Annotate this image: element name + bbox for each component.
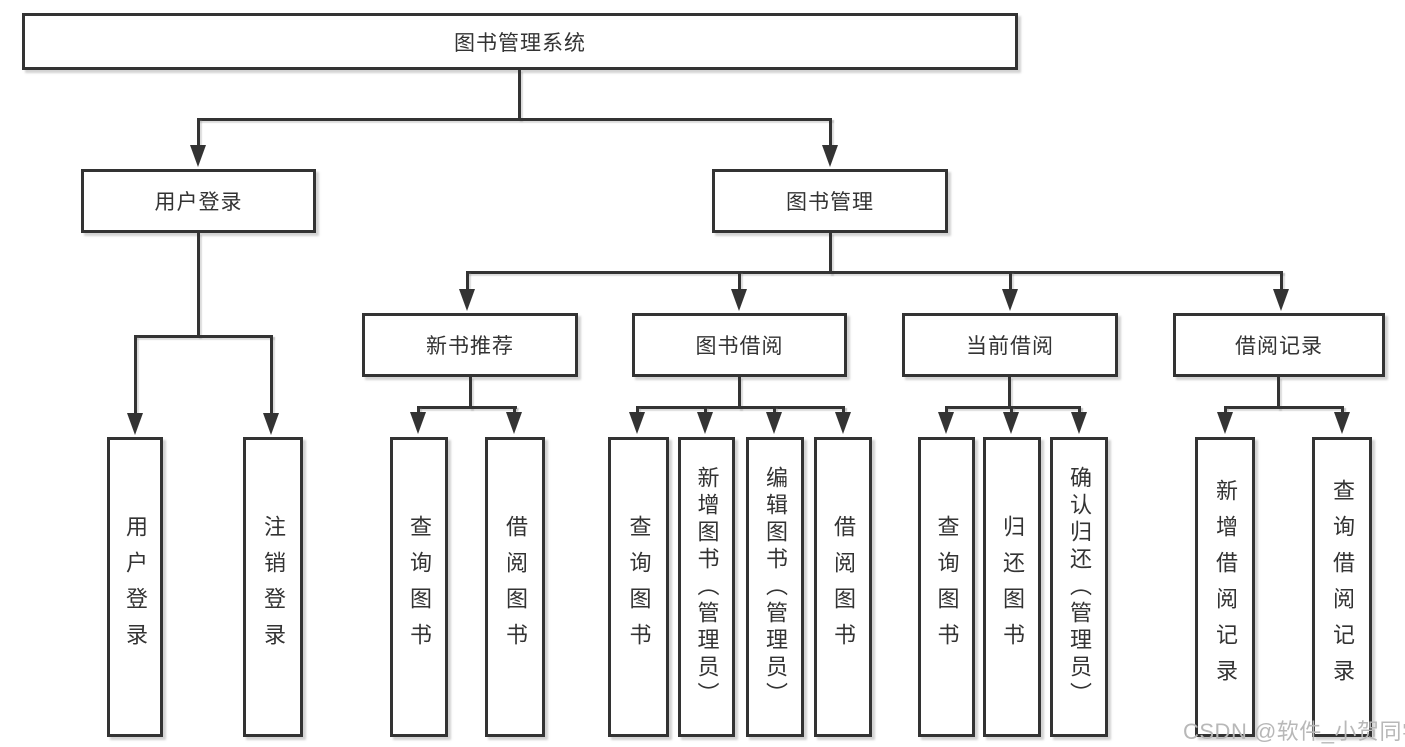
node-book-borrow: 图书借阅 <box>632 313 847 377</box>
leaf-borrow-borrow-book-label: 借阅图书 <box>831 515 856 659</box>
leaf-borrow-borrow-book: 借阅图书 <box>814 437 872 737</box>
connector-line <box>1078 406 1081 414</box>
leaf-current-query: 查询图书 <box>918 437 975 737</box>
connector-line <box>1224 406 1344 409</box>
leaf-newbook-query: 查询图书 <box>390 437 448 737</box>
arrow-down-icon <box>127 413 143 435</box>
csdn-watermark: CSDN @软件_小贺同学 <box>1183 719 1405 744</box>
leaf-borrow-add-book-label: 新增图书（管理员） <box>694 465 720 709</box>
arrow-down-icon <box>410 412 426 434</box>
connector-line <box>945 406 948 414</box>
leaf-history-query-record-label: 查询借阅记录 <box>1330 479 1355 695</box>
arrow-down-icon <box>459 289 475 311</box>
connector-line <box>270 335 273 415</box>
connector-line <box>842 406 845 414</box>
node-borrow-history-label: 借阅记录 <box>1235 335 1323 358</box>
node-current-borrow: 当前借阅 <box>902 313 1118 377</box>
connector-line <box>773 406 776 414</box>
connector-line <box>518 70 521 120</box>
arrow-down-icon <box>822 145 838 167</box>
arrow-down-icon <box>766 412 782 434</box>
connector-line <box>197 233 200 337</box>
leaf-logout: 注销登录 <box>243 437 303 737</box>
leaf-borrow-query-label: 查询图书 <box>626 515 652 659</box>
connector-line <box>829 233 832 274</box>
node-book-management: 图书管理 <box>712 169 948 233</box>
connector-line <box>829 118 832 147</box>
arrow-down-icon <box>1002 289 1018 311</box>
connector-line <box>513 406 516 414</box>
leaf-current-return-label: 归还图书 <box>1000 515 1025 659</box>
leaf-newbook-borrow-label: 借阅图书 <box>503 515 528 659</box>
leaf-borrow-edit-book: 编辑图书（管理员） <box>746 437 804 737</box>
arrow-down-icon <box>731 289 747 311</box>
leaf-current-query-label: 查询图书 <box>934 515 960 659</box>
node-new-book-recommend-label: 新书推荐 <box>426 335 514 358</box>
connector-line <box>636 406 639 414</box>
arrow-down-icon <box>506 412 522 434</box>
arrow-down-icon <box>1071 412 1087 434</box>
arrow-down-icon <box>190 145 206 167</box>
connector-line <box>1224 406 1227 414</box>
connector-line <box>466 271 469 291</box>
connector-line <box>1010 406 1013 414</box>
arrow-down-icon <box>938 412 954 434</box>
connector-line <box>1009 271 1012 291</box>
connector-line <box>704 406 707 414</box>
connector-line <box>636 406 845 409</box>
arrow-down-icon <box>1334 412 1350 434</box>
leaf-newbook-query-label: 查询图书 <box>407 515 432 659</box>
connector-line <box>469 377 472 409</box>
leaf-history-add-record: 新增借阅记录 <box>1195 437 1255 737</box>
connector-line <box>738 271 741 291</box>
arrow-down-icon <box>1273 289 1289 311</box>
connector-line <box>197 118 832 121</box>
connector-line <box>1280 271 1283 291</box>
connector-line <box>134 335 273 338</box>
leaf-borrow-edit-book-label: 编辑图书（管理员） <box>763 465 788 709</box>
arrow-down-icon <box>629 412 645 434</box>
node-book-borrow-label: 图书借阅 <box>695 335 784 358</box>
node-new-book-recommend: 新书推荐 <box>362 313 578 377</box>
leaf-user-login: 用户登录 <box>107 437 163 737</box>
leaf-history-add-record-label: 新增借阅记录 <box>1213 479 1238 695</box>
connector-line <box>1277 377 1280 409</box>
leaf-newbook-borrow: 借阅图书 <box>485 437 545 737</box>
arrow-down-icon <box>263 413 279 435</box>
leaf-borrow-add-book: 新增图书（管理员） <box>678 437 735 737</box>
arrow-down-icon <box>1003 412 1019 434</box>
connector-line <box>134 335 137 415</box>
leaf-history-query-record: 查询借阅记录 <box>1312 437 1372 737</box>
connector-line <box>945 406 1081 409</box>
connector-line <box>466 271 1283 274</box>
connector-line <box>1341 406 1344 414</box>
connector-line <box>197 118 200 147</box>
connector-line <box>417 406 420 414</box>
leaf-current-confirm-return: 确认归还（管理员） <box>1050 437 1108 737</box>
node-user-login-label: 用户登录 <box>154 191 243 214</box>
node-root-label: 图书管理系统 <box>454 31 586 55</box>
node-current-borrow-label: 当前借阅 <box>966 335 1054 358</box>
leaf-user-login-label: 用户登录 <box>123 515 148 659</box>
arrow-down-icon <box>1217 412 1233 434</box>
arrow-down-icon <box>697 412 713 434</box>
node-user-login: 用户登录 <box>81 169 316 233</box>
connector-line <box>417 406 517 409</box>
arrow-down-icon <box>835 412 851 434</box>
leaf-current-return: 归还图书 <box>983 437 1041 737</box>
connector-line <box>1008 377 1011 409</box>
leaf-current-confirm-return-label: 确认归还（管理员） <box>1067 465 1092 709</box>
connector-line <box>738 377 741 409</box>
leaf-borrow-query: 查询图书 <box>608 437 669 737</box>
leaf-logout-label: 注销登录 <box>261 515 286 659</box>
node-root: 图书管理系统 <box>22 13 1018 70</box>
node-book-management-label: 图书管理 <box>786 191 874 214</box>
node-borrow-history: 借阅记录 <box>1173 313 1385 377</box>
